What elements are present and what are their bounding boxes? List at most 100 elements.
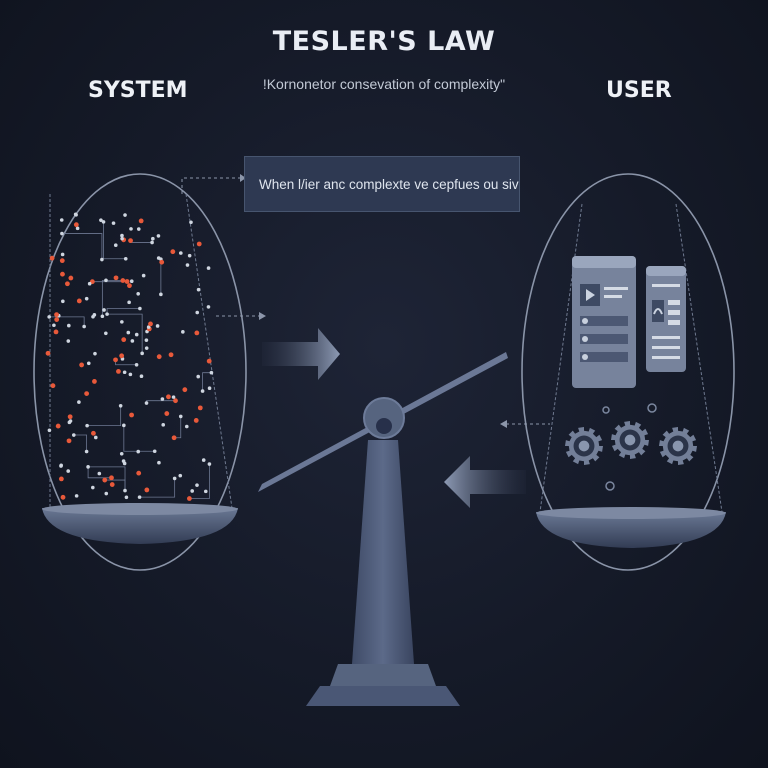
network-node bbox=[54, 312, 59, 318]
network-node bbox=[151, 236, 155, 241]
network-node bbox=[209, 370, 214, 375]
network-node bbox=[59, 258, 65, 264]
network-node bbox=[99, 218, 103, 222]
network-node bbox=[129, 412, 135, 418]
gear-hub bbox=[624, 434, 636, 446]
network-node bbox=[138, 218, 144, 224]
network-node bbox=[113, 243, 118, 247]
network-node bbox=[52, 323, 56, 328]
network-node bbox=[104, 278, 108, 283]
network-node bbox=[161, 423, 166, 427]
network-node bbox=[197, 405, 203, 411]
network-node bbox=[196, 241, 202, 247]
network-node bbox=[49, 255, 55, 261]
network-node bbox=[113, 275, 119, 281]
network-node bbox=[50, 383, 56, 389]
network-node bbox=[120, 320, 124, 324]
scale-base-top bbox=[330, 664, 436, 686]
network-node bbox=[137, 495, 142, 499]
network-node bbox=[181, 330, 185, 334]
network-node bbox=[66, 438, 72, 444]
network-node bbox=[136, 449, 141, 454]
left-chain-2 bbox=[185, 193, 233, 509]
network-node bbox=[120, 278, 126, 283]
network-node bbox=[172, 476, 177, 481]
network-node bbox=[111, 221, 116, 225]
network-node bbox=[61, 299, 65, 304]
network-node bbox=[86, 465, 90, 469]
network-node bbox=[105, 312, 109, 316]
network-node bbox=[182, 387, 188, 393]
network-node bbox=[73, 222, 79, 228]
network-node bbox=[152, 449, 157, 454]
network-link bbox=[101, 280, 123, 317]
callout-box: When l/ier anc complexte ve cepfues ou s… bbox=[244, 156, 520, 212]
network-node bbox=[55, 423, 61, 429]
network-node bbox=[123, 256, 128, 261]
network-node bbox=[119, 353, 125, 359]
network-node bbox=[66, 339, 71, 343]
network-node bbox=[104, 491, 109, 496]
scale-pillar bbox=[352, 440, 414, 664]
network-link bbox=[107, 313, 143, 354]
network-graph-icon bbox=[45, 212, 214, 501]
ui-panel-icon bbox=[572, 256, 636, 388]
network-node bbox=[64, 281, 70, 287]
network-node bbox=[166, 394, 171, 400]
network-node bbox=[79, 362, 85, 368]
right-chain-1 bbox=[539, 203, 583, 513]
network-link bbox=[61, 233, 103, 260]
network-link bbox=[174, 416, 182, 439]
network-node bbox=[92, 379, 97, 384]
network-node bbox=[173, 398, 178, 404]
user-side bbox=[521, 173, 735, 571]
network-node bbox=[126, 330, 131, 335]
network-node bbox=[140, 351, 144, 356]
network-node bbox=[189, 220, 193, 225]
network-node bbox=[156, 256, 161, 260]
network-link bbox=[73, 434, 88, 452]
network-node bbox=[164, 411, 170, 416]
network-node bbox=[67, 414, 73, 420]
scale-base bbox=[306, 686, 460, 706]
network-node bbox=[116, 368, 121, 374]
network-node bbox=[138, 306, 142, 311]
network-node bbox=[136, 291, 140, 296]
network-node bbox=[86, 361, 91, 366]
network-node bbox=[100, 314, 105, 319]
network-node bbox=[121, 337, 127, 343]
user-label: USER bbox=[606, 78, 672, 103]
network-node bbox=[59, 464, 63, 468]
network-node bbox=[100, 257, 104, 262]
network-node bbox=[196, 374, 201, 379]
network-node bbox=[123, 488, 127, 493]
network-node bbox=[109, 482, 115, 487]
network-node bbox=[187, 253, 192, 258]
network-node bbox=[144, 487, 150, 493]
network-node bbox=[75, 226, 80, 231]
network-node bbox=[206, 358, 212, 364]
network-node bbox=[58, 476, 64, 482]
network-node bbox=[66, 469, 71, 473]
network-node bbox=[206, 305, 211, 309]
network-node bbox=[82, 324, 86, 329]
user-circle bbox=[521, 173, 735, 571]
network-node bbox=[184, 424, 189, 429]
network-node bbox=[160, 397, 165, 401]
network-node bbox=[178, 473, 183, 478]
network-node bbox=[129, 279, 134, 284]
network-node bbox=[134, 362, 139, 367]
network-node bbox=[128, 372, 133, 377]
network-node bbox=[97, 471, 102, 476]
network-node bbox=[206, 266, 211, 270]
network-node bbox=[84, 296, 89, 301]
network-node bbox=[47, 315, 51, 319]
network-node bbox=[53, 329, 59, 335]
network-link bbox=[146, 400, 176, 404]
network-node bbox=[101, 220, 106, 224]
network-node bbox=[54, 317, 60, 322]
network-node bbox=[127, 283, 132, 289]
network-node bbox=[144, 346, 149, 350]
network-link bbox=[106, 308, 140, 315]
